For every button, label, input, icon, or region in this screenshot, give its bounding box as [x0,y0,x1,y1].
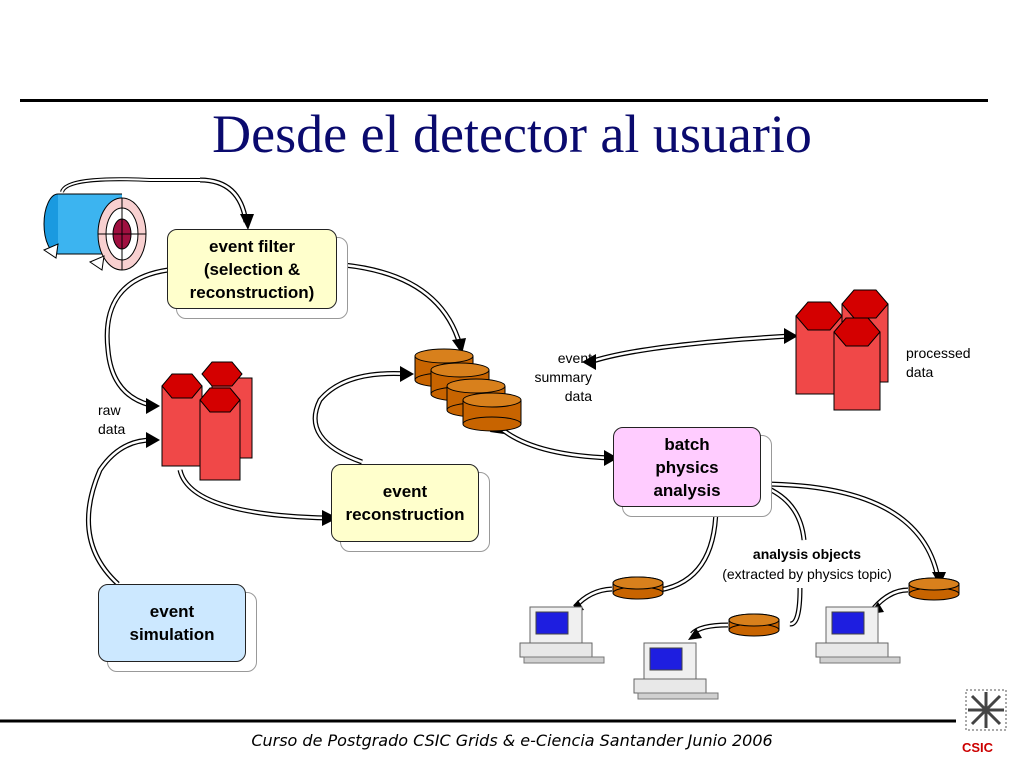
processed-data-storage-icon [795,289,889,411]
csic-logo-text: CSIC [962,740,994,755]
event-filter-label: event filter (selection & reconstruction… [189,236,315,302]
event-simulation-label: event simulation [129,602,215,644]
event-summary-data-label: event summary data [534,350,592,404]
event-simulation-box: event simulation [98,584,246,662]
raw-data-storage-icon [161,361,253,481]
batch-physics-analysis-box: batch physics analysis [613,427,761,507]
event-reconstruction-box: event reconstruction [331,464,479,542]
csic-logo-icon [965,689,1007,731]
analysis-objects-sublabel: (extracted by physics topic) [722,566,892,582]
processed-data-label: processed data [906,345,971,380]
raw-data-label: raw data [98,402,126,437]
footer-text: Curso de Postgrado CSIC Grids & e-Cienci… [251,731,773,750]
batch-physics-analysis-label: batch physics analysis [653,434,721,500]
computer-icon [519,606,901,700]
event-reconstruction-label: event reconstruction [345,482,465,524]
analysis-objects-label: analysis objects [752,546,862,562]
top-rule [20,99,988,102]
detector-icon [42,177,200,271]
event-filter-box: event filter (selection & reconstruction… [167,229,337,309]
analysis-object-tape-icon [612,576,960,637]
slide-title: Desde el detector al usuario [212,104,812,164]
